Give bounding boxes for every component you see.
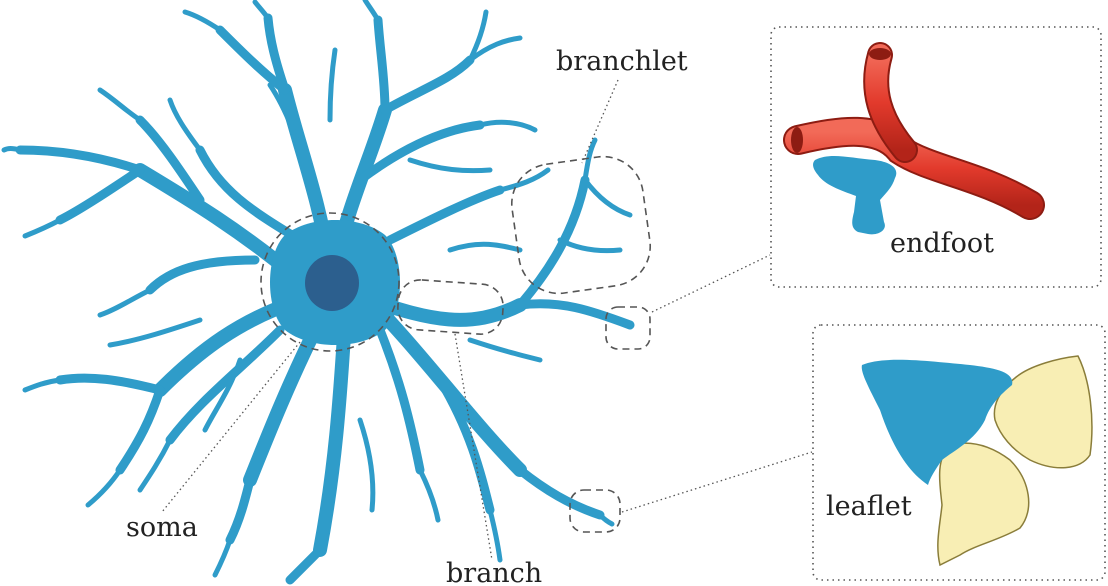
endfoot-guide-line <box>652 255 770 312</box>
endfoot-shape <box>813 156 896 234</box>
branchlet-guide-line <box>582 80 618 163</box>
branch-label: branch <box>446 558 542 586</box>
leaflet-guide-line <box>622 452 812 512</box>
leaflet-label: leaflet <box>826 491 912 522</box>
leaflet-inset: leaflet <box>813 325 1105 580</box>
nucleus <box>305 255 359 311</box>
soma-label: soma <box>126 512 198 543</box>
branchlet-label: branchlet <box>556 46 688 77</box>
endfoot-label: endfoot <box>890 228 994 259</box>
endfoot-inset: endfoot <box>771 27 1101 287</box>
branchlet-highlight <box>507 151 656 298</box>
synapse-upper <box>994 356 1092 468</box>
synapse-lower <box>938 443 1029 565</box>
